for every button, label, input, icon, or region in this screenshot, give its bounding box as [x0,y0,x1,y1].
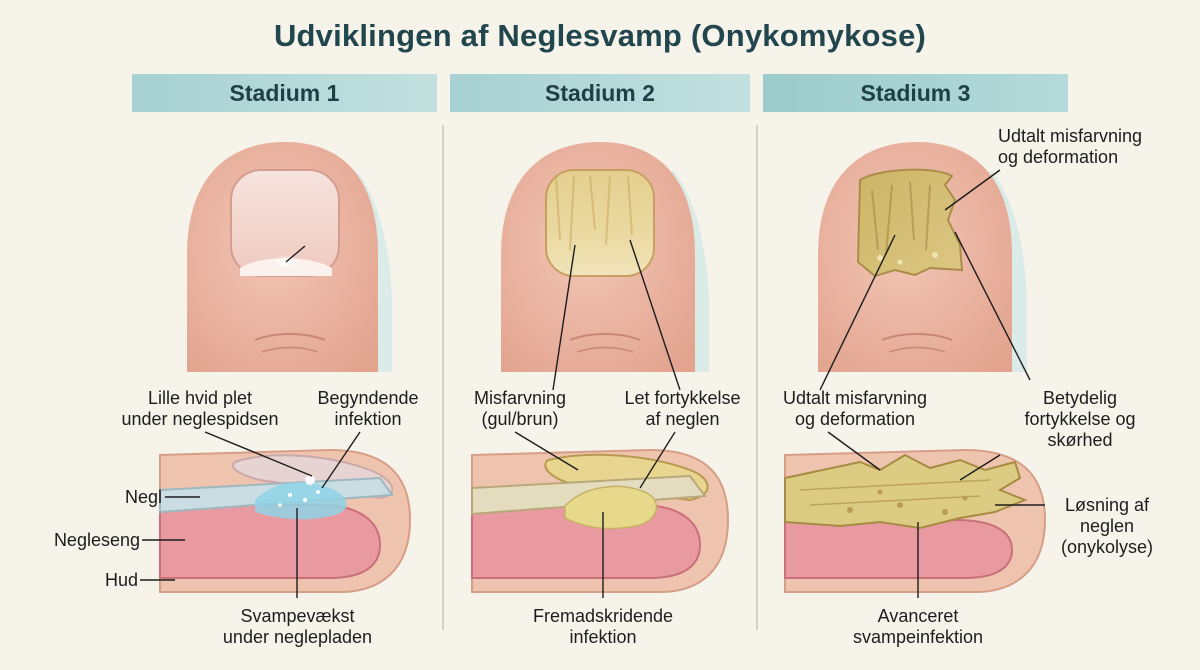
stage-1-header: Stadium 1 [132,74,437,112]
label-onycholysis: Løsning af neglen (onykolyse) [1060,495,1154,557]
stage-1-toe [187,142,392,372]
stage-2-cross-section [471,448,730,593]
label-progressive-infection: Fremadskridende infektion [532,606,674,647]
yellowed-nail [545,169,655,277]
label-nail-bed: Negleseng [53,530,140,550]
yellow-fungus [564,485,658,530]
nail-bed [159,504,382,579]
label-slight-thickening: Let fortykkelse af neglen [624,388,741,429]
label-advanced-infection: Avanceret svampeinfektion [852,606,984,647]
stage-3-cross-section [784,448,1047,593]
deformed-nail [856,168,964,278]
leader-lines [140,169,1045,598]
label-brittleness: Betydelig fortykkelse og skørhed [1024,388,1136,450]
label-nail: Negl [124,487,162,507]
stage-2-toe [501,142,709,372]
advanced-fungus [784,453,1028,530]
label-fungal-growth: Svampevækst under neglepladen [222,606,373,647]
stage-1-cross-section [159,448,412,593]
label-corner-deformation: Udtalt misfarvning og deformation [998,126,1143,167]
label-discoloration: Misfarvning (gul/brun) [473,388,567,429]
page-title: Udviklingen af Neglesvamp (Onykomykose) [273,18,927,53]
stage-3-header: Stadium 3 [763,74,1068,112]
label-white-spot: Lille hvid plet under neglespidsen [121,388,279,429]
blue-fungus [255,482,347,520]
label-marked-discoloration: Udtalt misfarvning og deformation [782,388,928,429]
stage-2-header: Stadium 2 [450,74,750,112]
label-skin: Hud [104,570,138,590]
label-beginning-infection: Begyndende infektion [317,388,419,429]
stage-3-toe [818,142,1027,372]
